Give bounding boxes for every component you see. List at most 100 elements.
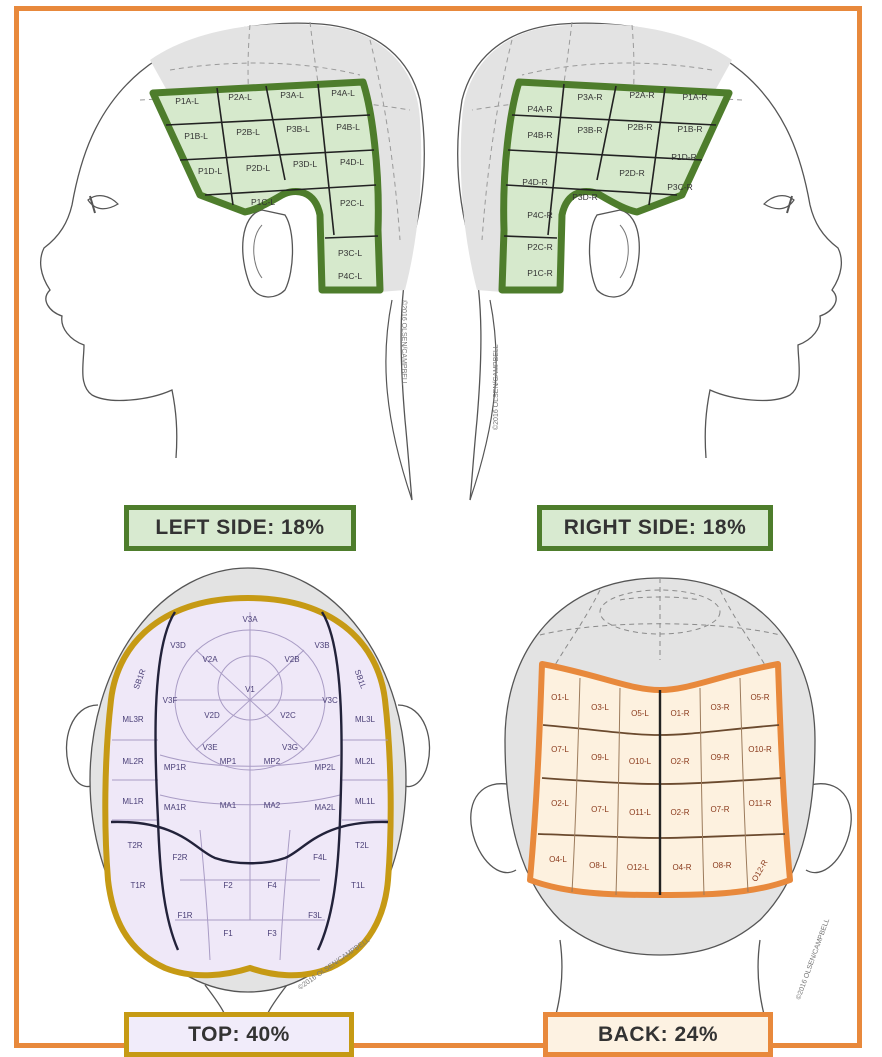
- zone-label: P4C-R: [527, 210, 553, 220]
- zone-label: O9-R: [710, 753, 729, 762]
- zone-label: ML2R: [122, 757, 144, 766]
- zone-label: O7-L: [591, 805, 609, 814]
- zone-label: O4-L: [549, 855, 567, 864]
- zone-label: P1B-L: [184, 131, 208, 141]
- zone-label: ML2L: [355, 757, 376, 766]
- zone-label: V1: [245, 685, 255, 694]
- zone-label: P2C-L: [340, 198, 364, 208]
- zone-label: ML3R: [122, 715, 144, 724]
- back-caption: BACK: 24%: [543, 1012, 773, 1057]
- zone-label: T2R: [127, 841, 142, 850]
- zone-label: P1C-R: [527, 268, 553, 278]
- zone-label: O11-R: [749, 799, 772, 808]
- zone-label: P4D-L: [340, 157, 364, 167]
- left-copyright: ©2016 OLSEN/CAMPBELL: [400, 300, 408, 386]
- left-side-caption: LEFT SIDE: 18%: [124, 505, 356, 551]
- top-caption: TOP: 40%: [124, 1012, 354, 1057]
- zone-label: O3-R: [710, 703, 729, 712]
- zone-label: P3C-R: [667, 182, 693, 192]
- zone-label: P3C-L: [338, 248, 362, 258]
- zone-label: V3F: [163, 696, 178, 705]
- zone-label: MA2L: [315, 803, 336, 812]
- zone-label: V3C: [322, 696, 338, 705]
- zone-label: P1A-R: [682, 92, 707, 102]
- zone-label: P3A-R: [577, 92, 602, 102]
- zone-label: V2B: [284, 655, 299, 664]
- zone-label: O5-L: [631, 709, 649, 718]
- zone-label: P3B-R: [577, 125, 602, 135]
- zone-label: P3D-L: [293, 159, 317, 169]
- back-copyright: ©2016 OLSEN/CAMPBELL: [794, 917, 831, 1000]
- zone-label: P3A-L: [280, 90, 304, 100]
- zone-label: MA2: [264, 801, 281, 810]
- zone-label: MA1: [220, 801, 237, 810]
- zone-label: O12-L: [627, 863, 650, 872]
- left-side-head: P1A-L P2A-L P3A-L P4A-L P1B-L P2B-L P3B-…: [41, 22, 425, 500]
- zone-label: F4L: [313, 853, 327, 862]
- zone-label: T1R: [130, 881, 145, 890]
- zone-label: T2L: [355, 841, 369, 850]
- zone-label: O8-R: [712, 861, 731, 870]
- zone-label: P2A-L: [228, 92, 252, 102]
- zone-label: P1D-L: [198, 166, 222, 176]
- zone-label: P1D-R: [671, 152, 697, 162]
- zone-label: MA1R: [164, 803, 186, 812]
- zone-label: P4A-R: [527, 104, 552, 114]
- zone-label: P4D-R: [522, 177, 548, 187]
- zone-label: O5-R: [750, 693, 769, 702]
- top-zone-region: [105, 598, 390, 975]
- zone-label: O7-R: [710, 805, 729, 814]
- zone-label: P2C-R: [527, 242, 553, 252]
- zone-label: O7-L: [551, 745, 569, 754]
- zone-label: O10-R: [748, 745, 772, 754]
- zone-label: V3B: [314, 641, 329, 650]
- zone-label: O1-R: [670, 709, 689, 718]
- zone-label: P2D-L: [246, 163, 270, 173]
- zone-label: MP2: [264, 757, 281, 766]
- zone-label: P1B-R: [677, 124, 702, 134]
- zone-label: ML3L: [355, 715, 376, 724]
- zone-label: T1L: [351, 881, 365, 890]
- zone-label: O11-L: [629, 808, 651, 817]
- left-ear-icon: [243, 210, 293, 297]
- zone-label: O9-L: [591, 753, 609, 762]
- back-right-ear: [806, 784, 851, 873]
- zone-label: O10-L: [629, 757, 652, 766]
- zone-label: P2B-L: [236, 127, 260, 137]
- right-side-caption: RIGHT SIDE: 18%: [537, 505, 773, 551]
- zone-label: F1: [223, 929, 233, 938]
- zone-label: F2R: [172, 853, 187, 862]
- zone-label: O2-L: [551, 799, 569, 808]
- zone-label: O3-L: [591, 703, 609, 712]
- zone-label: ML1R: [122, 797, 144, 806]
- zone-label: O2-R: [670, 808, 689, 817]
- right-copyright: ©2016 OLSEN/CAMPBELL: [492, 344, 500, 430]
- zone-label: MP1R: [164, 763, 186, 772]
- zone-label: O8-L: [589, 861, 607, 870]
- zone-label: F2: [223, 881, 233, 890]
- zone-label: P2A-R: [629, 90, 654, 100]
- zone-label: P4C-L: [338, 271, 362, 281]
- zone-label: P4B-R: [527, 130, 552, 140]
- zone-label: V3D: [170, 641, 186, 650]
- zone-label: P4B-L: [336, 122, 360, 132]
- zone-label: MP1: [220, 757, 237, 766]
- zone-label: O4-R: [672, 863, 691, 872]
- zone-label: P2B-R: [627, 122, 652, 132]
- right-side-head: P4A-R P3A-R P2A-R P1A-R P4B-R P3B-R P2B-…: [458, 22, 842, 500]
- zone-label: F1R: [177, 911, 192, 920]
- zone-label: V2A: [202, 655, 218, 664]
- zone-label: V2C: [280, 711, 296, 720]
- zone-label: P4A-L: [331, 88, 355, 98]
- zone-label: P1A-L: [175, 96, 199, 106]
- zone-label: P3D-R: [572, 192, 598, 202]
- zone-label: P3B-L: [286, 124, 310, 134]
- zone-label: F3L: [308, 911, 322, 920]
- zone-label: V3A: [242, 615, 258, 624]
- top-view-head: V3A V3D V2A V2B V3B V1 V3F V2D V2C V3C V…: [66, 568, 429, 1015]
- zone-label: V3E: [202, 743, 217, 752]
- zone-label: F4: [267, 881, 277, 890]
- zone-label: F3: [267, 929, 277, 938]
- zone-label: ML1L: [355, 797, 376, 806]
- zone-label: V2D: [204, 711, 220, 720]
